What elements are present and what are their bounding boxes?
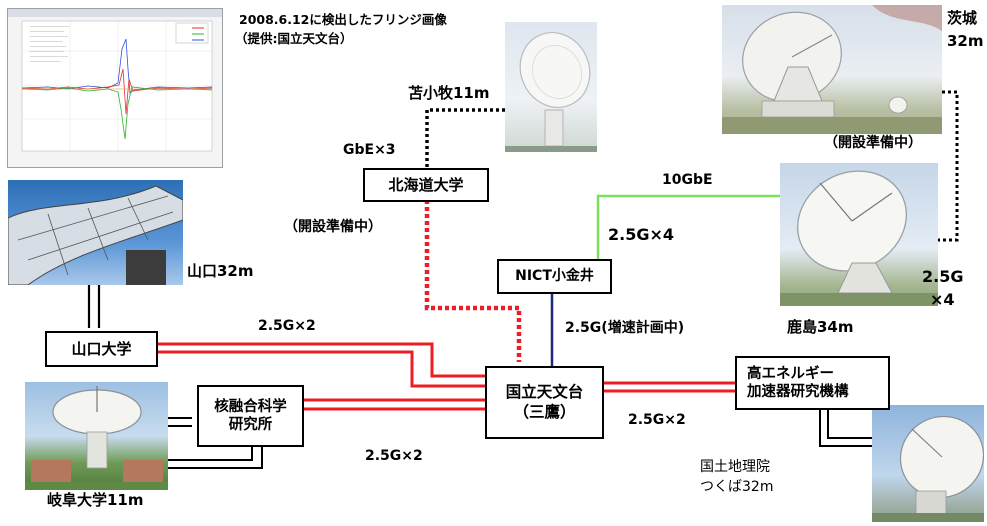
tsukuba-label-line2: つくば32m <box>700 479 774 495</box>
nict-kashima-link-label: 2.5G×4 <box>608 225 675 244</box>
tsukuba-antenna-photo <box>872 405 984 522</box>
link-yamaguchi-naoj-a <box>158 342 486 378</box>
naoj-mitaka-node: 国立天文台 （三鷹） <box>485 366 604 439</box>
yamaguchi-univ-node: 山口大学 <box>45 331 158 367</box>
naoj-kek-link-label: 2.5G×2 <box>628 412 686 428</box>
fringe-plot-graphic: ~~~~~~~~~~~~~~~~~~~~~~~~~~~~~~~~~~~~~~~~… <box>8 9 222 152</box>
radio-telescope-icon <box>25 386 168 490</box>
tsukuba-label-line1: 国土地理院 <box>700 459 770 475</box>
svg-text:~~~~~~~~~~~~~~~~~~~~: ~~~~~~~~~~~~~~~~~~~~ <box>30 44 66 48</box>
gifu-antenna-photo <box>25 382 168 490</box>
yamaguchi-antenna-label: 山口32m <box>187 262 254 280</box>
link-yamaguchi-naoj-b <box>158 350 486 388</box>
link-kek-tsukuba-b <box>827 410 884 439</box>
svg-text:~~~~~~~~~~~~~~~~~~~~~: ~~~~~~~~~~~~~~~~~~~~~ <box>30 54 68 58</box>
fringe-caption-line1: 2008.6.12に検出したフリンジ画像 <box>239 12 447 27</box>
kek-node: 高エネルギー 加速器研究機構 <box>735 356 890 410</box>
svg-text:~~~~~~~~~~~~~~~~~~: ~~~~~~~~~~~~~~~~~~ <box>30 39 63 43</box>
ibaraki-antenna-photo <box>722 5 942 134</box>
tengbe-link-label: 10GbE <box>662 172 713 188</box>
radio-telescope-icon <box>872 415 984 522</box>
link-kek-tsukuba-a <box>819 410 884 447</box>
svg-text:~~~~~~~~~~~~~~~~~: ~~~~~~~~~~~~~~~~~ <box>30 59 61 63</box>
gifu-label: 岐阜大学11m <box>47 491 144 509</box>
link-tomakomai-hokkaido <box>425 108 505 168</box>
kashima-label: 鹿島34m <box>787 318 854 336</box>
gbe3-link-label: GbE×3 <box>343 142 396 158</box>
radio-telescope-icon <box>505 32 597 152</box>
nifs-naoj-link-label: 2.5G×2 <box>365 448 423 464</box>
radio-telescope-icon <box>780 170 938 306</box>
link-hokkaido-naoj <box>424 200 522 362</box>
ibaraki-label-line2: 32m <box>947 32 984 50</box>
ibaraki-kashima-link-label-line2: ×4 <box>930 290 955 309</box>
svg-text:~~~~~~~~~~~~~~~~~~~~~~: ~~~~~~~~~~~~~~~~~~~~~~ <box>30 24 70 28</box>
hokkaido-status-label: （開設準備中） <box>284 219 382 235</box>
link-nict-kashima <box>596 194 780 259</box>
kek-label-line1: 高エネルギー <box>747 365 834 382</box>
hokkaido-univ-node: 北海道大学 <box>363 168 489 202</box>
nict-koganei-label: NICT小金井 <box>515 267 594 284</box>
radio-telescope-icon <box>722 5 942 134</box>
ibaraki-status-label: （開設準備中） <box>824 135 922 151</box>
kashima-antenna-photo <box>780 163 938 306</box>
ibaraki-label-line1: 茨城 <box>947 9 978 27</box>
svg-text:~~~~~~~~~~~~~~~~~~~: ~~~~~~~~~~~~~~~~~~~ <box>30 49 65 53</box>
nifs-label-line1: 核融合科学 <box>214 398 287 415</box>
fringe-plot-image: ~~~~~~~~~~~~~~~~~~~~~~~~~~~~~~~~~~~~~~~~… <box>7 8 223 168</box>
naoj-label-line1: 国立天文台 <box>505 383 584 402</box>
hokkaido-univ-label: 北海道大学 <box>388 175 464 194</box>
ibaraki-kashima-link-label-line1: 2.5G <box>922 267 964 286</box>
fringe-caption-line2: （提供:国立天文台） <box>235 31 353 46</box>
nifs-node: 核融合科学 研究所 <box>197 385 304 447</box>
nifs-label-line2: 研究所 <box>228 417 273 433</box>
tomakomai-antenna-photo <box>505 22 597 152</box>
naoj-label-line2: （三鷹） <box>513 402 576 421</box>
radio-telescope-icon <box>8 185 183 285</box>
yamaguchi-naoj-link-label: 2.5G×2 <box>258 318 316 334</box>
nict-naoj-link-label: 2.5G(増速計画中) <box>565 320 685 336</box>
nict-koganei-node: NICT小金井 <box>497 259 612 294</box>
svg-text:~~~~~~~~~~~~~~~~~~~: ~~~~~~~~~~~~~~~~~~~ <box>30 29 65 33</box>
yamaguchi-univ-label: 山口大学 <box>71 339 132 358</box>
svg-text:~~~~~~~~~~~~~~~~~~~~~: ~~~~~~~~~~~~~~~~~~~~~ <box>30 34 68 38</box>
link-gifu-nifs-d <box>168 447 263 469</box>
yamaguchi-antenna-photo <box>8 180 183 285</box>
tomakomai-label: 苫小牧11m <box>408 84 490 102</box>
kek-label-line2: 加速器研究機構 <box>747 384 849 400</box>
link-gifu-nifs-c <box>168 447 253 461</box>
link-ibaraki-kashima <box>938 90 959 242</box>
